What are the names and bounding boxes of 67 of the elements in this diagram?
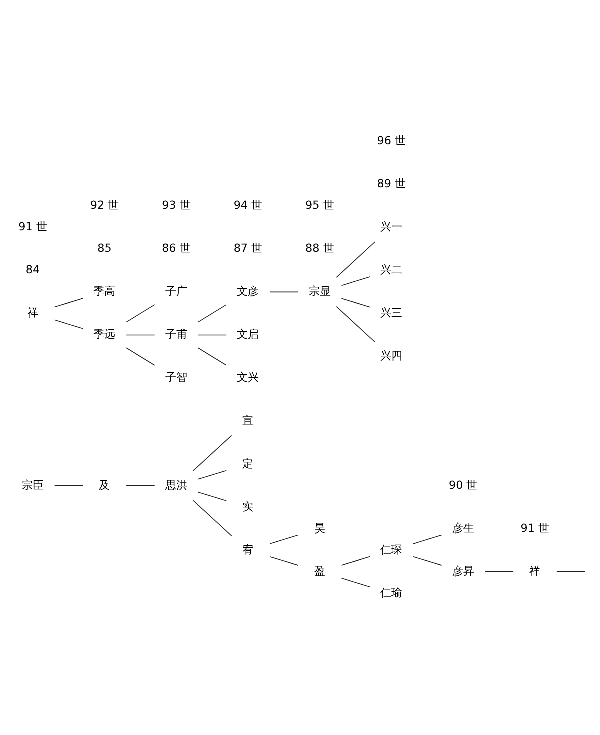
node-text: 仁瑜: [380, 586, 403, 600]
node-text: 彦生: [452, 522, 474, 535]
connector: [198, 334, 227, 336]
connector: [126, 334, 156, 336]
node-text: 文彦: [237, 285, 260, 298]
connector: [413, 556, 442, 566]
connector: [54, 320, 84, 330]
node-text: 子甫: [165, 328, 188, 342]
node-text: 宗臣: [22, 478, 44, 492]
label: 96 世: [377, 134, 406, 148]
connector: [54, 485, 84, 486]
connector: [336, 242, 376, 278]
label: 87 世: [234, 242, 263, 256]
label: 89 世: [377, 178, 406, 191]
connector: [192, 500, 232, 536]
node-text: 子广: [165, 285, 188, 298]
connector: [413, 534, 442, 544]
connector: [341, 578, 370, 588]
node-text: 兴二: [380, 264, 403, 277]
label: 90 世: [449, 478, 478, 492]
label: 91 世: [520, 522, 550, 535]
node-text: 祥: [530, 564, 541, 578]
label: 95 世: [306, 199, 334, 212]
connector: [270, 534, 299, 544]
connector: [126, 348, 156, 366]
node-text: 昊: [314, 522, 326, 535]
node-text: 宗显: [308, 285, 331, 298]
node-text: 实: [242, 500, 254, 514]
label: 85: [98, 242, 112, 256]
connector: [126, 485, 156, 486]
connector: [336, 306, 376, 343]
node-text: 子智: [165, 371, 188, 384]
node-text: 宥: [242, 543, 254, 556]
connector: [341, 556, 370, 566]
connector: [341, 298, 370, 308]
label: 91 世: [18, 220, 48, 234]
label: 94 世: [234, 199, 263, 212]
connector: [198, 492, 227, 502]
node-text: 定: [242, 457, 254, 470]
node-text: 宣: [242, 414, 254, 428]
connector: [126, 304, 156, 323]
node-text: 仁琛: [380, 543, 403, 556]
connector: [54, 298, 84, 308]
label: 92 世: [90, 199, 120, 212]
connector: [198, 348, 227, 366]
connector: [341, 276, 370, 286]
node-text: 兴三: [380, 306, 403, 320]
label: 84: [26, 264, 40, 277]
node-text: 及: [99, 478, 110, 492]
node-text: 季远: [94, 328, 116, 342]
node-text: 文启: [237, 328, 260, 342]
connector: [198, 470, 227, 480]
node-text: 盈: [314, 564, 326, 578]
node-text: 兴一: [380, 220, 403, 234]
connector: [270, 556, 299, 566]
connector: [198, 304, 227, 323]
connector: [192, 435, 232, 472]
node-text: 文兴: [237, 371, 260, 384]
node-text: 彦昇: [452, 564, 474, 578]
node-text: 兴四: [380, 350, 403, 363]
node-text: 祥: [27, 306, 38, 320]
node-text: 季高: [94, 285, 116, 298]
label: 93 世: [162, 199, 191, 212]
node-text: 思洪: [165, 478, 188, 492]
label: 88 世: [306, 242, 334, 256]
label: 86 世: [162, 242, 191, 256]
connector: [270, 292, 299, 293]
